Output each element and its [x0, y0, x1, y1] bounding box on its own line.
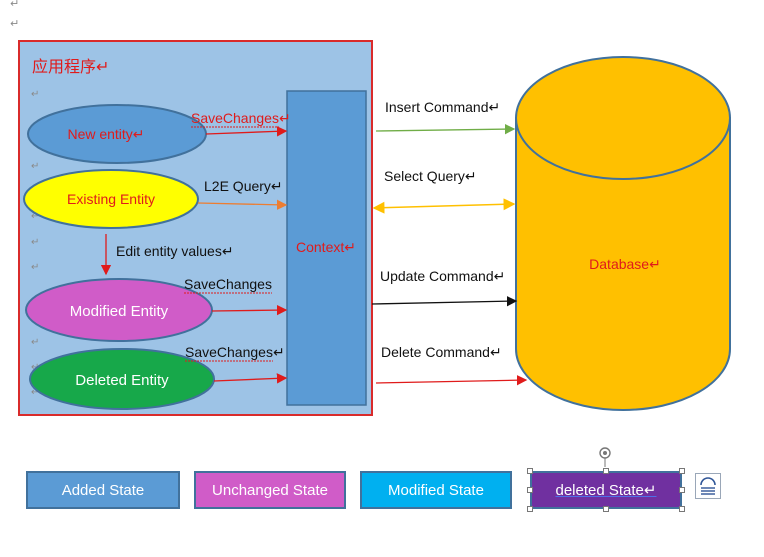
deleted-entity-ellipse [29, 348, 215, 410]
update-command-label: Update Command↵ [380, 268, 505, 284]
resize-handle[interactable] [679, 506, 685, 512]
edit-values-label: Edit entity values↵ [116, 243, 234, 259]
legend-modified-state: Modified State [360, 471, 512, 509]
paragraph-mark: ↵ [31, 89, 39, 100]
legend-modified-label: Modified State [388, 481, 484, 499]
resize-handle[interactable] [527, 487, 533, 493]
delete-command-label: Delete Command↵ [381, 344, 502, 360]
resize-handle[interactable] [679, 487, 685, 493]
paragraph-mark: ↵ [31, 262, 39, 273]
resize-handle[interactable] [527, 506, 533, 512]
select-query-arrow [372, 198, 516, 214]
paragraph-mark: ↵ [31, 337, 39, 348]
l2e-query-label: L2E Query↵ [204, 178, 283, 194]
save-changes-arrow-1 [205, 126, 288, 137]
deleted-entity-label: Deleted Entity [75, 372, 169, 389]
legend-deleted-label: deleted State↵ [555, 482, 657, 499]
paragraph-mark: ↵ [10, 17, 20, 30]
resize-handle[interactable] [603, 506, 609, 512]
legend-unchanged-label: Unchanged State [212, 481, 328, 499]
database-cylinder [515, 56, 731, 411]
layout-options-icon[interactable] [695, 473, 721, 499]
paragraph-mark: ↵ [31, 387, 39, 398]
resize-handle[interactable] [679, 468, 685, 474]
resize-handle[interactable] [603, 468, 609, 474]
modified-entity-label: Modified Entity [70, 303, 169, 320]
context-box [286, 90, 367, 406]
modified-entity-ellipse [25, 278, 213, 342]
save-changes-arrow-3 [213, 373, 288, 384]
new-entity-label: New entity↵ [67, 126, 144, 142]
select-query-label: Select Query↵ [384, 168, 477, 184]
layout-options-glyph [700, 477, 716, 495]
insert-command-arrow [375, 123, 516, 135]
legend-added-label: Added State [61, 481, 145, 499]
save-changes-label-2: SaveChanges [184, 276, 272, 292]
insert-command-label: Insert Command↵ [385, 99, 500, 115]
legend-added-state: Added State [26, 471, 180, 509]
save-changes-label-3: SaveChanges↵ [185, 344, 285, 360]
existing-entity-ellipse [23, 169, 199, 229]
save-changes-label-1: SaveChanges↵ [191, 110, 291, 126]
save-changes-arrow-2 [211, 304, 288, 316]
legend-deleted-state[interactable]: deleted State↵ [530, 471, 682, 509]
delete-command-arrow [375, 374, 528, 386]
paragraph-mark: ↵ [10, 0, 20, 10]
database-label: Database↵ [589, 256, 661, 272]
paragraph-mark: ↵ [31, 161, 39, 172]
existing-entity-label: Existing Entity [67, 191, 155, 207]
l2e-query-arrow [197, 199, 288, 210]
paragraph-mark: ↵ [31, 211, 39, 222]
update-command-arrow [371, 295, 518, 307]
application-title: 应用程序↵ [32, 57, 109, 76]
paragraph-mark: ↵ [31, 237, 39, 248]
context-label: Context↵ [296, 239, 356, 255]
resize-handle[interactable] [527, 468, 533, 474]
rotate-handle-icon[interactable] [597, 445, 613, 467]
legend-unchanged-state: Unchanged State [194, 471, 346, 509]
